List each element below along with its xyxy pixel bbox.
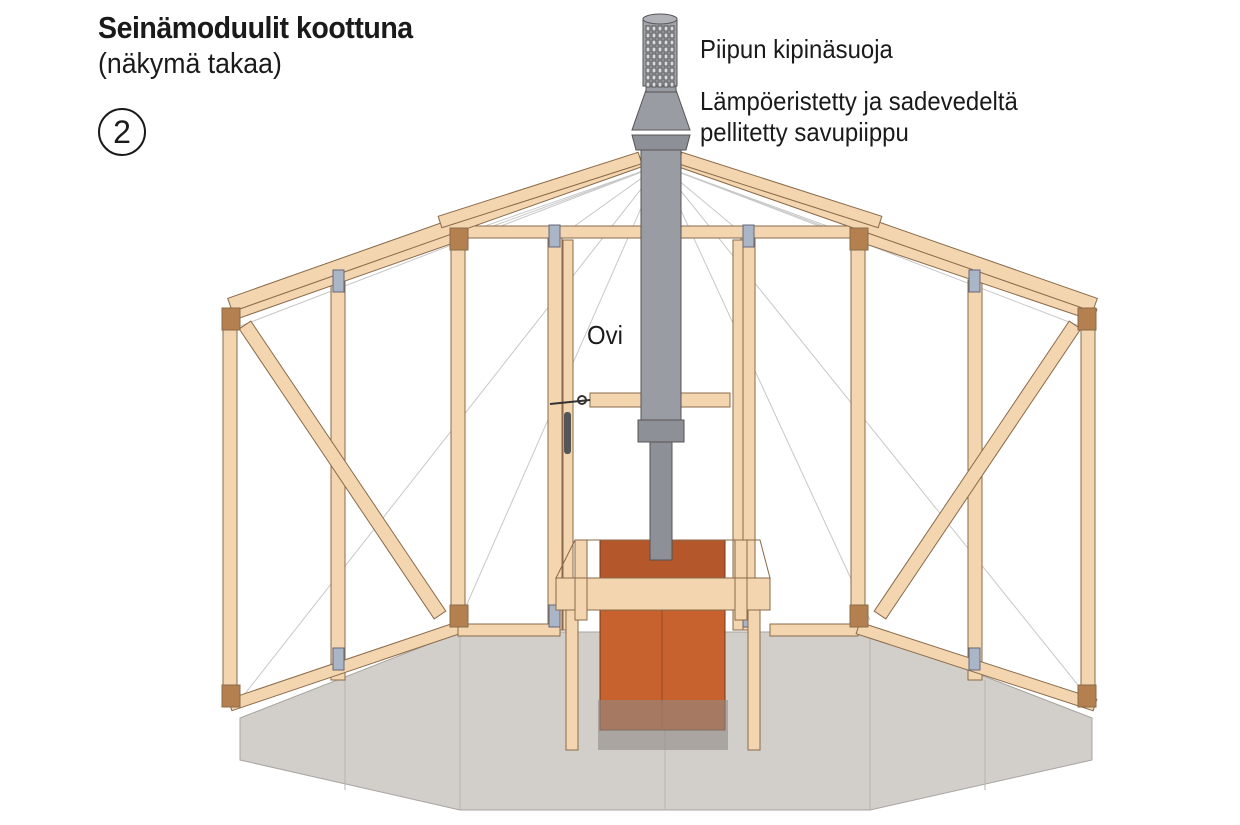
page-subtitle: (näkymä takaa): [98, 48, 282, 80]
chimney-label-line2: pellitetty savupiippu: [700, 117, 909, 147]
wooden-frame: [221, 151, 1098, 712]
corner-block: [849, 604, 869, 628]
spark-arrester-label: Piipun kipinäsuoja: [700, 34, 893, 64]
rafter: [677, 151, 883, 229]
metal-bracket: [968, 647, 981, 671]
door-post: [732, 239, 744, 631]
door-handle[interactable]: [549, 395, 591, 454]
metal-bracket: [968, 269, 981, 293]
metal-bracket: [548, 604, 561, 628]
corner-block: [1077, 307, 1097, 331]
wall-post: [222, 309, 238, 701]
wall-post: [850, 234, 866, 631]
corner-block: [449, 604, 469, 628]
diagonal-brace: [873, 320, 1082, 620]
chimney-label-line1: Lämpöeristetty ja sadevedeltä: [700, 86, 1018, 116]
page-title: Seinämoduulit koottuna: [98, 10, 413, 45]
corner-block: [221, 307, 241, 331]
rafter: [437, 151, 643, 229]
metal-bracket: [742, 224, 755, 248]
door-label: Ovi: [587, 320, 623, 350]
metal-bracket: [548, 224, 561, 248]
corner-block: [849, 227, 869, 251]
wall-post: [1080, 309, 1096, 701]
step-number-badge: 2: [98, 108, 146, 156]
wall-post: [450, 234, 466, 631]
corner-block: [449, 227, 469, 251]
corner-block: [221, 684, 241, 708]
stove: [598, 539, 728, 750]
stove-stand: [555, 539, 771, 751]
diagonal-brace: [238, 320, 447, 620]
corner-block: [1077, 684, 1097, 708]
metal-bracket: [332, 647, 345, 671]
bottom-plate: [457, 623, 561, 637]
metal-bracket: [332, 269, 345, 293]
bottom-plate: [769, 623, 859, 637]
chimney: [631, 85, 691, 561]
spark-arrester-icon: [642, 13, 678, 88]
